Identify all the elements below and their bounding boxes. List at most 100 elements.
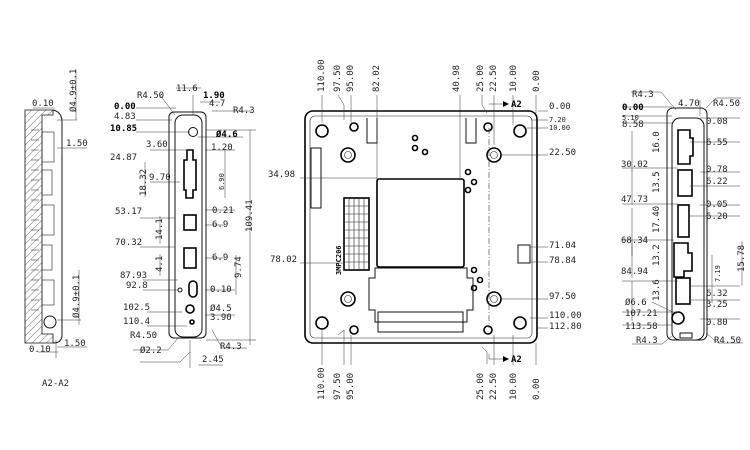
bottom-label-1: 97.50	[333, 373, 343, 400]
section-hole	[43, 315, 57, 329]
right-label-2: 10.00	[549, 124, 570, 132]
right-left-label-4: 47.73	[621, 195, 648, 205]
standoff	[340, 291, 356, 307]
left-label-7: 92.8	[126, 281, 148, 291]
right-vdim-0: 16.0	[652, 131, 662, 153]
left-label-6: 87.93	[120, 271, 147, 281]
io-connector	[377, 311, 464, 333]
right-label-0: 0.00	[549, 102, 571, 112]
right-right-label-2: 0.78	[706, 165, 728, 175]
board-inner	[309, 115, 533, 339]
right-left-label-0: 0.00	[622, 103, 644, 113]
left-label-8: 102.5	[123, 303, 150, 313]
left-label-1: 4.83	[114, 112, 136, 122]
left-label-9: 110.4	[123, 317, 150, 327]
section-hatched-wall	[24, 109, 54, 344]
right-left-label-8: 113.58	[625, 322, 658, 332]
corner-hole	[315, 124, 329, 138]
left-dim-6-9a: 6.9	[212, 220, 228, 230]
left-dim-14-1: 14.1	[155, 218, 165, 240]
right-side-inner	[671, 117, 705, 341]
screw-boss	[483, 325, 493, 335]
section-bottom-gap: 0.10	[29, 345, 51, 355]
top-label-5: 25.00	[476, 65, 486, 92]
chip-body	[343, 197, 370, 271]
left-slot	[188, 280, 198, 298]
left-hole-4-5	[185, 304, 195, 314]
right-label-5: 78.84	[549, 256, 576, 266]
left-bottom-radius-right: R4.3	[220, 342, 242, 352]
left-top-radius-left: R4.50	[137, 91, 164, 101]
corner-hole	[315, 316, 329, 330]
left-dim-4-7: 4.7	[209, 99, 225, 109]
right-vdim-1: 13.5	[652, 171, 662, 193]
right-right-label-3: 6.22	[706, 177, 728, 187]
left-dim-3-60: 3.60	[146, 140, 168, 150]
top-label-0: 110.00	[317, 59, 327, 92]
left-dim-0-21: 0.21	[212, 206, 234, 216]
right-side-plate	[666, 107, 708, 341]
left-bottom-dia-2-2: Ø2.2	[140, 345, 162, 356]
top-view: 3MPC206 A2 A2 110.00 97.50	[268, 59, 582, 400]
right-bottom-radius-left: R4.3	[636, 336, 658, 346]
left-port-displayport	[183, 149, 197, 199]
right-port-hdmi	[677, 129, 694, 165]
section-view: 0.10 Ø4.9±0.1 1.50 Ø4.9±0.1 1.50 0.10 A2…	[24, 69, 88, 389]
standoff	[340, 147, 356, 163]
right-right-label-4: 0.05	[706, 200, 728, 210]
section-inner-outline	[52, 109, 63, 344]
top-label-7: 10.00	[509, 65, 519, 92]
bottom-label-2: 95.00	[346, 373, 356, 400]
section-top-offset: 1.50	[66, 139, 88, 149]
section-bottom-offset: 1.50	[64, 339, 86, 349]
left-dim-6-9b: 6.9	[212, 253, 228, 263]
left-dim-1-90: 1.90	[203, 91, 225, 101]
left-dim-9-74: 9.74	[234, 256, 244, 278]
section-title: A2-A2	[42, 379, 69, 389]
right-port-usb	[675, 277, 691, 305]
top-view-dim-lines	[300, 94, 548, 365]
right-dim-7-19: 7.19	[714, 265, 722, 282]
io-shield-area	[368, 267, 474, 323]
section-top-gap: 0.10	[32, 99, 54, 109]
bottom-label-0: 110.00	[317, 367, 327, 400]
board-outer	[304, 110, 538, 344]
screw-boss	[483, 122, 493, 132]
screw-boss	[349, 122, 359, 132]
section-arrows	[503, 101, 509, 362]
right-label-4: 71.04	[549, 241, 576, 251]
section-marker-top: A2	[511, 100, 522, 110]
left-overall-height: 109.41	[245, 199, 255, 232]
left-label-5: 70.32	[115, 238, 142, 248]
right-vdim-3: 13.2	[652, 244, 662, 266]
right-hole-6-6	[671, 311, 685, 325]
left-bottom-radius-left: R4.50	[130, 331, 157, 341]
left-dim-2-45: 2.45	[202, 355, 224, 365]
right-top-radius-right: R4.50	[713, 99, 740, 109]
left-label-0: 0.00	[114, 102, 136, 112]
right-label-3: 22.50	[549, 148, 576, 158]
left-width-11-6: 11.6	[176, 84, 198, 94]
right-label-6: 97.50	[549, 292, 576, 302]
section-fins	[31, 129, 55, 311]
left-dim-0-10: 0.10	[210, 285, 232, 295]
right-port-ethernet	[673, 242, 693, 278]
right-label-1: 7.20	[549, 116, 566, 124]
left-label-3: 24.87	[110, 153, 137, 163]
left-hole-dia: Ø4.6	[215, 129, 238, 140]
board-tabs	[366, 118, 531, 264]
left-dim-lines	[133, 87, 256, 368]
right-dim-15-78: 15.78	[737, 245, 747, 272]
left-label-2: 10.85	[110, 124, 137, 134]
right-left-label-5: 68.34	[621, 236, 648, 246]
right-bottom-radius-right: R4.50	[714, 336, 741, 346]
section-bottom-dia: Ø4.9±0.1	[71, 275, 82, 318]
left-dim-6-90: 6.90	[218, 173, 226, 190]
top-label-2: 95.00	[346, 65, 356, 92]
right-vdim-2: 17.40	[652, 206, 662, 233]
left-dim-18-32: 18.32	[139, 169, 149, 196]
bottom-label-4: 22.50	[489, 373, 499, 400]
right-left-label-3: 30.02	[621, 160, 648, 170]
